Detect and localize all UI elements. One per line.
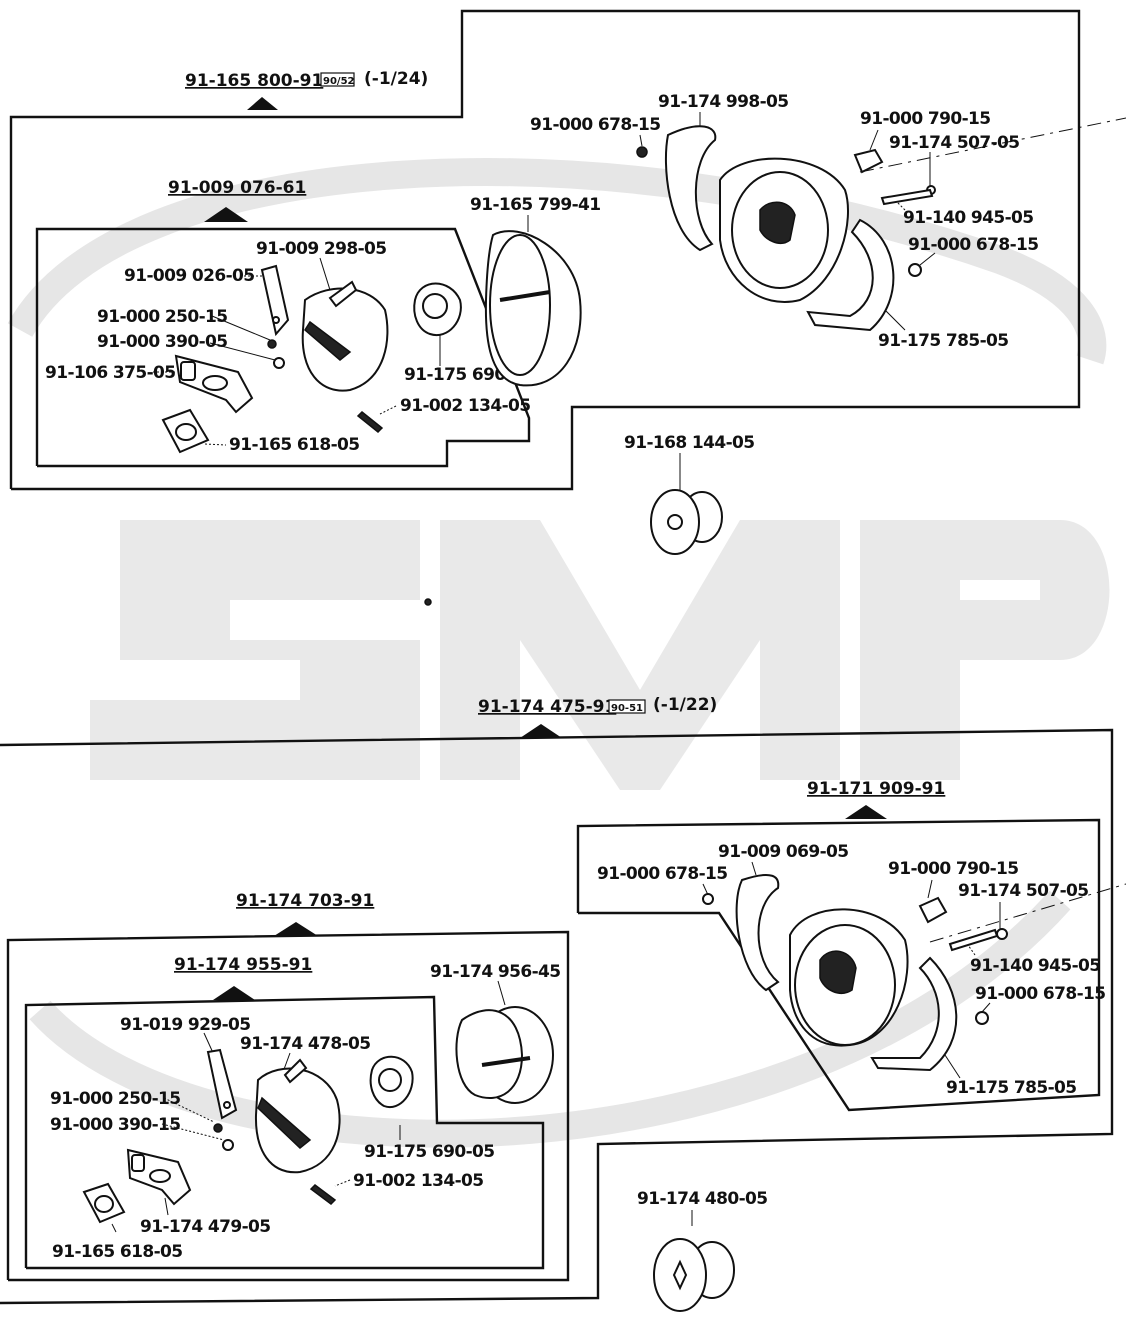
top-assembly: 91-165 800-91 90/52 (-1/24) 91-009 076-6… [9,9,1126,606]
bottom-outer-frame [6,930,570,1282]
label: 91-019 929-05 [120,1015,251,1035]
top-assembly-badge-box [320,72,355,87]
label: 91-000 678-15 [975,984,1106,1004]
bottom-assembly: 91-174 475-91 90-51 (-1/22) 91-171 909-9… [0,695,1126,1312]
label: 91-000 678-15 [530,115,661,135]
bottom-inner-number: 91-174 955-91 [174,955,312,975]
label: 91-106 375-05 [45,363,176,383]
label: 91-009 298-05 [256,239,387,259]
bottom-inner-marker [213,986,255,1000]
label: 91-174 480-05 [637,1189,768,1209]
label: 91-000 678-15 [597,864,728,884]
label: 91-165 618-05 [229,435,360,455]
bottom-hook-marker [845,805,887,819]
top-assembly-number: 91-165 800-91 [185,71,323,91]
label: 91-174 479-05 [140,1217,271,1237]
label: 91-000 390-15 [50,1115,181,1135]
top-leader-lines [153,112,1126,490]
bottom-hook-frame [576,818,1101,1112]
bottom-assembly-qty: (-1/22) [653,695,717,715]
label: 91-000 678-15 [908,235,1039,255]
bottom-assembly-number: 91-174 475-91 [478,697,616,717]
bottom-hook-number: 91-171 909-91 [807,779,945,799]
label: 91-175 690-05 [364,1142,495,1162]
label: 91-174 507-05 [889,133,1020,153]
top-part-drawings [161,125,936,606]
bottom-assembly-frame [0,728,1114,1305]
label: 91-002 134-05 [400,396,531,416]
bottom-assembly-badge: 90-51 [611,703,643,714]
top-bobbin-case-marker [204,207,248,222]
bottom-assembly-badge-box [608,699,646,714]
label: 91-174 956-45 [430,962,561,982]
label: 91-009 069-05 [718,842,849,862]
label: 91-000 250-15 [97,307,228,327]
top-assembly-badge: 90/52 [323,76,355,87]
bottom-inner-frame [24,995,545,1270]
label: 91-140 945-05 [970,956,1101,976]
bottom-leader-lines [111,861,1126,1233]
top-assembly-qty: (-1/24) [364,69,428,89]
label: 91-165 618-05 [52,1242,183,1262]
label: 91-000 250-15 [50,1089,181,1109]
watermark [7,158,1110,1148]
top-bobbin-case-number: 91-009 076-61 [168,178,306,198]
label: 91-174 478-05 [240,1034,371,1054]
label: 91-168 144-05 [624,433,755,453]
label: 91-165 799-41 [470,195,601,215]
label: 91-000 790-15 [888,859,1019,879]
label: 91-140 945-05 [903,208,1034,228]
label: 91-175 785-05 [946,1078,1077,1098]
label: 91-174 507-05 [958,881,1089,901]
label: 91-174 998-05 [658,92,789,112]
label: 91-000 790-15 [860,109,991,129]
bottom-outer-number: 91-174 703-91 [236,891,374,911]
top-assembly-marker [247,97,278,110]
bottom-assembly-marker [520,724,562,738]
top-bobbin-case-frame [35,227,531,468]
label: 91-002 134-05 [353,1171,484,1191]
label: 91-009 026-05 [124,266,255,286]
label: 91-175 785-05 [878,331,1009,351]
top-assembly-frame [9,9,1081,491]
bottom-outer-marker [274,922,318,936]
bottom-part-drawings [82,873,1008,1312]
label: 91-000 390-05 [97,332,228,352]
